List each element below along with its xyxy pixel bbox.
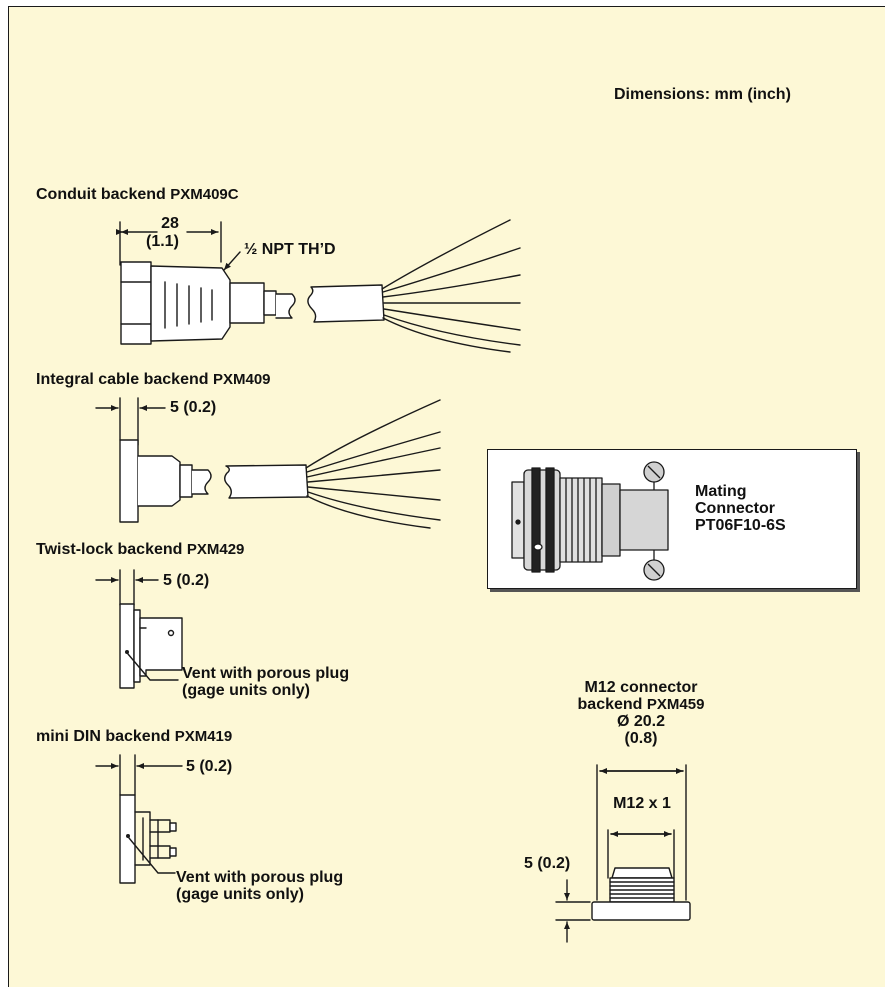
conduit-title: Conduit backend PXM409C — [36, 186, 239, 203]
conduit-backend-drawing — [116, 219, 521, 353]
minidin-dim: 5 (0.2) — [186, 758, 233, 775]
conduit-dim-mm: 28 — [161, 215, 179, 232]
twistlock-vent-line2: (gage units only) — [182, 682, 310, 699]
integral-backend-drawing — [95, 397, 441, 529]
minidin-vent-line1: Vent with porous plug — [176, 869, 344, 886]
m12-thread-label: M12 x 1 — [613, 795, 671, 812]
twistlock-backend-drawing — [95, 569, 183, 689]
conduit-part-number: PXM409C — [170, 186, 239, 203]
minidin-vent-line2: (gage units only) — [176, 886, 304, 903]
twistlock-vent-line1: Vent with porous plug — [182, 665, 350, 682]
integral-title: Integral cable backend PXM409 — [36, 371, 271, 388]
m12-diameter: Ø 20.2 — [616, 713, 666, 730]
integral-dim: 5 (0.2) — [170, 399, 217, 416]
mating-line1: Mating — [695, 483, 747, 500]
mating-connector-drawing — [511, 461, 669, 581]
minidin-backend-drawing — [95, 754, 183, 884]
integral-part-number: PXM409 — [212, 371, 271, 388]
m12-dim: 5 (0.2) — [524, 855, 571, 872]
twistlock-dim: 5 (0.2) — [163, 572, 210, 589]
conduit-dim-inch: (1.1) — [146, 233, 179, 250]
twistlock-part-number: PXM429 — [186, 541, 245, 558]
minidin-title: mini DIN backend PXM419 — [36, 728, 233, 745]
twistlock-title: Twist-lock backend PXM429 — [36, 541, 245, 558]
m12-title-line1: M12 connector — [584, 679, 698, 696]
mating-part-number: PT06F10-6S — [695, 517, 786, 534]
conduit-thread-label: ½ NPT TH’D — [244, 241, 336, 258]
m12-diameter-inch: (0.8) — [624, 730, 658, 747]
mating-line2: Connector — [695, 500, 775, 517]
units-note: Dimensions: mm (inch) — [614, 86, 791, 103]
m12-title-line2: backend PXM459 — [577, 696, 705, 713]
m12-backend-drawing — [555, 764, 691, 943]
minidin-part-number: PXM419 — [174, 728, 233, 745]
mating-connector-box: Mating Connector PT06F10-6S — [487, 449, 857, 589]
m12-part-number: PXM459 — [646, 696, 705, 713]
